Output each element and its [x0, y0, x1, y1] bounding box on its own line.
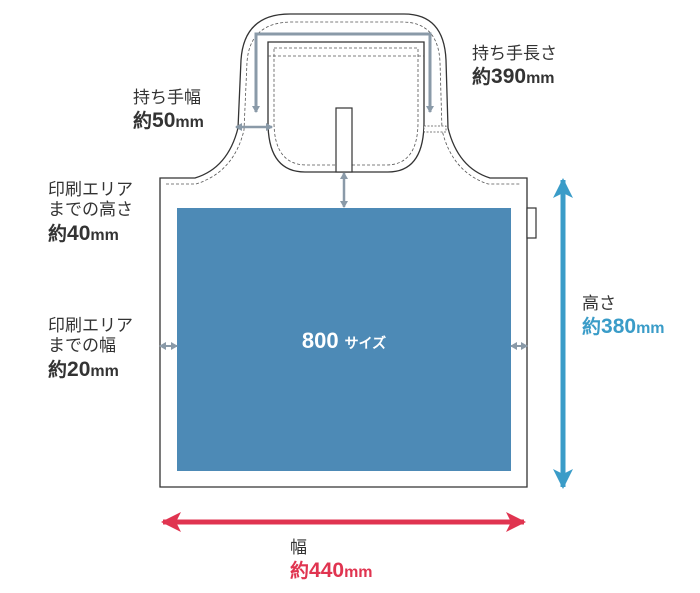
handle-stitch-inner	[273, 47, 419, 166]
print-area-suffix: サイズ	[345, 335, 387, 351]
print-area-number: 800	[302, 328, 339, 353]
handle-length-bracket	[252, 32, 434, 113]
print-area	[177, 208, 511, 471]
print-side-margin-value: 約20mm	[48, 357, 119, 381]
width-value: 約440mm	[290, 559, 373, 583]
side-tag	[526, 207, 537, 239]
print-top-margin-value: 約40mm	[48, 221, 119, 245]
print-top-margin-label: 印刷エリア までの高さ 約40mm	[48, 180, 133, 247]
handle-width-label: 持ち手幅 約50mm	[133, 88, 204, 134]
print-top-margin-title-1: 印刷エリア	[48, 180, 133, 199]
width-label: 幅 約440mm	[290, 538, 373, 584]
handle-length-value: 約390mm	[472, 65, 555, 89]
handle-width-title: 持ち手幅	[133, 88, 201, 107]
print-side-margin-title-1: 印刷エリア	[48, 316, 133, 335]
print-top-margin-title-2: までの高さ	[48, 200, 133, 220]
width-title: 幅	[290, 538, 307, 557]
print-side-margin-label: 印刷エリア までの幅 約20mm	[48, 316, 133, 383]
pocket-tab	[335, 107, 353, 173]
strap-tab	[423, 125, 447, 133]
bag-stitch-outer	[166, 21, 521, 185]
height-label: 高さ 約380mm	[582, 294, 665, 340]
height-value: 約380mm	[582, 315, 665, 339]
print-side-margin-title-2: までの幅	[48, 336, 116, 356]
print-area-label: 800 サイズ	[302, 328, 386, 353]
handle-length-title: 持ち手長さ	[472, 44, 557, 63]
handle-width-value: 約50mm	[133, 109, 204, 133]
height-title: 高さ	[582, 294, 616, 313]
handle-length-label: 持ち手長さ 約390mm	[472, 44, 557, 90]
